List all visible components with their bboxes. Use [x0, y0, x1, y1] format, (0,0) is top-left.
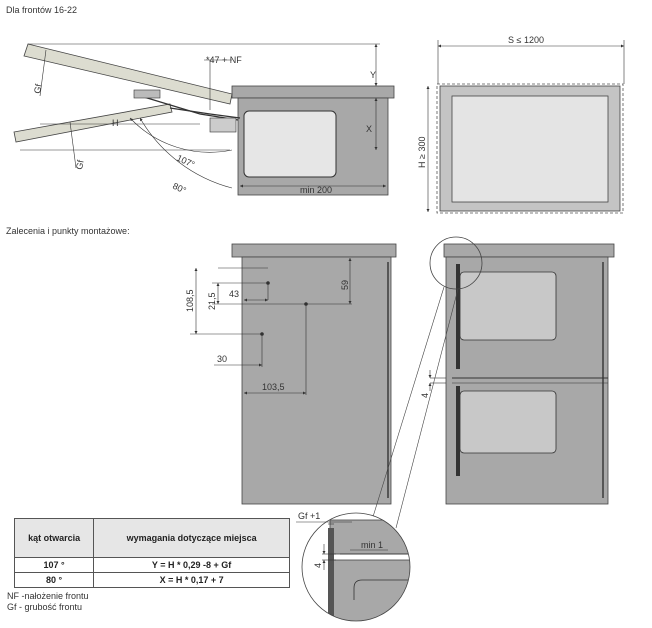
- cabinet-top-board: [231, 85, 395, 99]
- label-4-detail: 4: [313, 563, 323, 568]
- legend-notes: NF -nałożenie frontu Gf - grubość frontu: [7, 591, 89, 613]
- front-open-80: [13, 103, 173, 143]
- table-cell-formula: Y = H * 0,29 -8 + Gf: [93, 557, 290, 573]
- lower-lift-box: [459, 390, 557, 454]
- label-h-min: H ≥ 300: [417, 137, 427, 168]
- detail-magnified: Gf +1 min 1 4: [296, 511, 411, 622]
- double-cabinet-view: 4: [371, 236, 615, 529]
- upper-lift-box: [459, 271, 557, 341]
- table-cell-angle: 80 °: [13, 572, 95, 588]
- label-gf-top: Gf: [32, 83, 44, 95]
- table-header-angle: kąt otwarcia: [13, 518, 95, 558]
- label-21: 21,5: [207, 292, 217, 310]
- label-nf: *47 + NF: [206, 55, 242, 65]
- label-h: H: [112, 118, 119, 128]
- label-30: 30: [217, 354, 227, 364]
- table-cell-angle: 107 °: [13, 557, 95, 573]
- arm-bracket: [133, 89, 161, 99]
- panel-top-board: [231, 243, 397, 258]
- label-min1: min 1: [361, 540, 383, 550]
- section-title-mounting: Zalecenia i punkty montażowe:: [6, 226, 130, 236]
- hinge-bracket: [209, 117, 237, 133]
- label-43: 43: [229, 289, 239, 299]
- space-requirements-table: kąt otwarcia wymagania dotyczące miejsca…: [13, 518, 290, 588]
- table-row: 107 ° Y = H * 0,29 -8 + Gf: [13, 557, 290, 573]
- lift-mechanism-box: [243, 110, 337, 178]
- note-nf: NF -nałożenie frontu: [7, 591, 89, 601]
- label-gf-bottom: Gf: [74, 159, 86, 171]
- cabinet-opening: [451, 95, 609, 203]
- front-view-cabinet: S ≤ 1200 H ≥ 300: [417, 35, 625, 214]
- lift-arm-lower: [169, 107, 241, 119]
- table-row: 80 ° X = H * 0,17 + 7: [13, 572, 290, 588]
- label-4-gap: 4: [420, 393, 430, 398]
- page-title: Dla frontów 16-22: [6, 5, 78, 15]
- mounting-points-panel: 108,5 21,5 43 59 30 103,5: [185, 243, 397, 505]
- label-y: Y: [370, 70, 376, 80]
- label-min200: min 200: [300, 185, 332, 195]
- detail-marker-circle: [429, 236, 483, 290]
- upper-front-edge: [456, 264, 460, 369]
- cabinet2-top-board: [443, 243, 615, 258]
- table-header-requirements: wymagania dotyczące miejsca: [93, 518, 290, 558]
- panel-side: [241, 256, 392, 505]
- label-108: 108,5: [185, 289, 195, 312]
- front-open-107: [23, 43, 233, 105]
- label-s-max: S ≤ 1200: [508, 35, 544, 45]
- table-cell-formula: X = H * 0,17 + 7: [93, 572, 290, 588]
- label-103: 103,5: [262, 382, 285, 392]
- label-x: X: [366, 124, 372, 134]
- label-59: 59: [340, 280, 350, 290]
- side-view-lift: *47 + NF Y X H min 200 107° 80° Gf Gf: [13, 43, 395, 196]
- front-outline-dashed: [436, 83, 624, 214]
- lower-front-edge: [456, 386, 460, 476]
- label-angle-80: 80°: [171, 181, 188, 196]
- label-gf-plus-1: Gf +1: [298, 511, 320, 521]
- note-gf: Gf - grubość frontu: [7, 602, 83, 612]
